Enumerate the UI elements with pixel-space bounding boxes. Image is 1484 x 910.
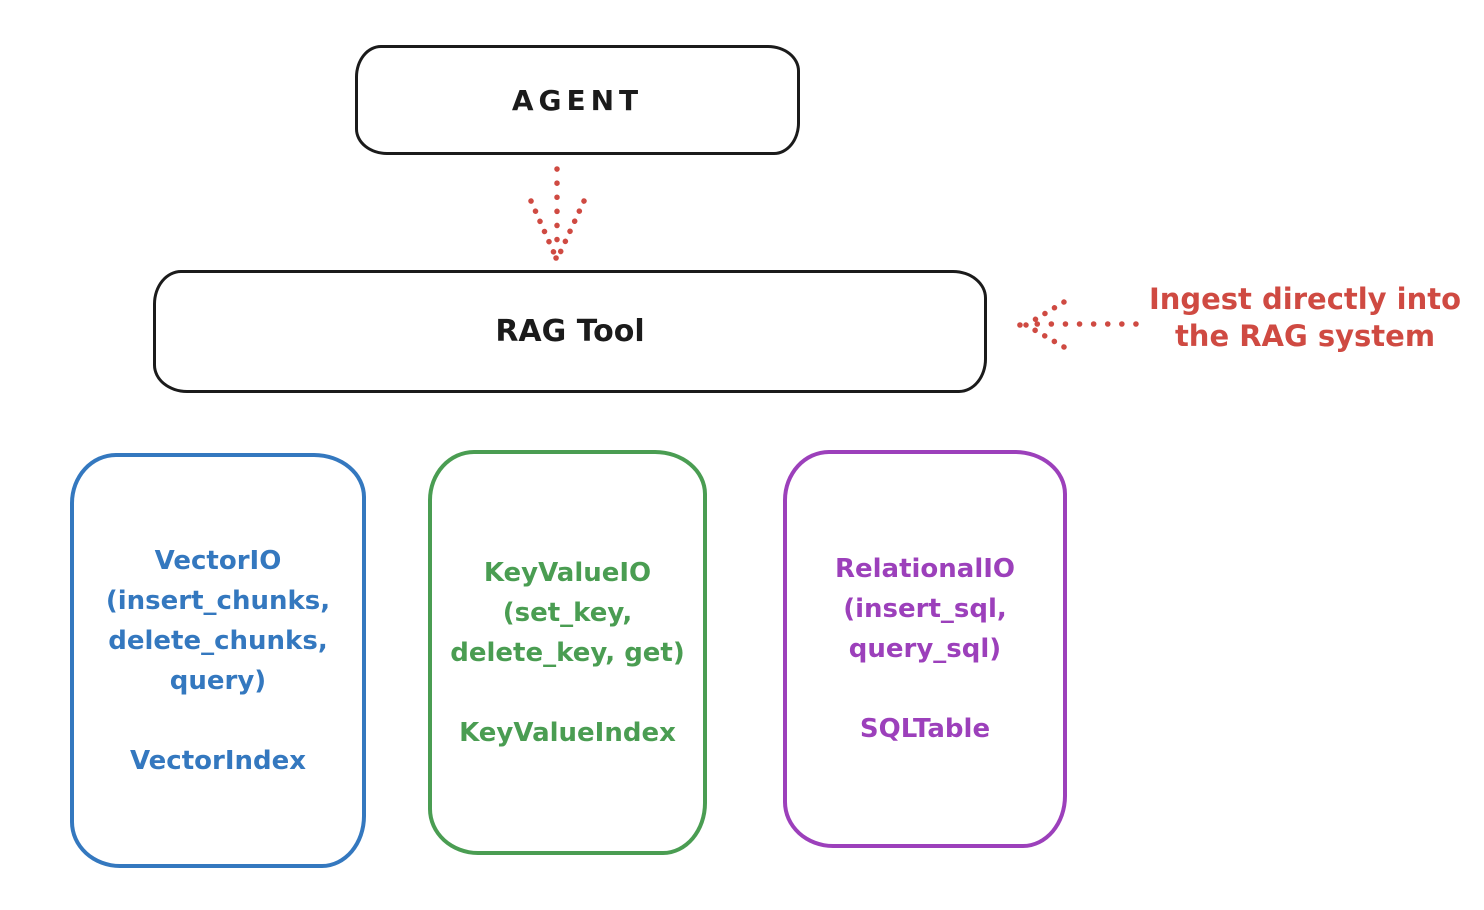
agent-box: AGENT xyxy=(355,45,800,155)
vector-io-text: VectorIO (insert_chunks, delete_chunks, … xyxy=(106,541,330,781)
vector-io-line: VectorIO xyxy=(154,545,282,576)
relational-io-line: (insert_sql, xyxy=(843,594,1007,624)
agent-label: AGENT xyxy=(511,83,644,117)
rag-tool-label: RAG Tool xyxy=(495,314,645,349)
vector-io-line: delete_chunks, xyxy=(108,625,328,656)
ingest-annotation-line2: the RAG system xyxy=(1174,318,1436,353)
ingest-annotation: Ingest directly into the RAG system xyxy=(1125,281,1484,354)
relational-io-text: RelationalIO (insert_sql, query_sql) SQL… xyxy=(835,549,1015,749)
arrow-annotation-to-rag-tool-icon xyxy=(1016,299,1139,350)
key-value-io-box: KeyValueIO (set_key, delete_key, get) Ke… xyxy=(428,450,707,855)
vector-io-box: VectorIO (insert_chunks, delete_chunks, … xyxy=(70,453,366,868)
key-value-io-text: KeyValueIO (set_key, delete_key, get) Ke… xyxy=(450,553,685,753)
key-value-index-label: KeyValueIndex xyxy=(459,717,676,748)
key-value-io-line: (set_key, xyxy=(502,597,633,628)
vector-io-line: query) xyxy=(169,665,267,696)
relational-io-line: RelationalIO xyxy=(834,554,1016,584)
relational-io-line: query_sql) xyxy=(848,634,1002,664)
vector-index-label: VectorIndex xyxy=(129,745,307,776)
key-value-io-line: KeyValueIO xyxy=(483,557,652,588)
rag-tool-box: RAG Tool xyxy=(153,270,987,393)
key-value-io-line: delete_key, get) xyxy=(450,637,685,668)
vector-io-line: (insert_chunks, xyxy=(105,585,331,616)
relational-io-box: RelationalIO (insert_sql, query_sql) SQL… xyxy=(783,450,1067,848)
sql-table-label: SQLTable xyxy=(859,714,991,744)
ingest-annotation-line1: Ingest directly into xyxy=(1148,282,1462,316)
arrow-agent-to-rag-tool-icon xyxy=(528,166,587,261)
